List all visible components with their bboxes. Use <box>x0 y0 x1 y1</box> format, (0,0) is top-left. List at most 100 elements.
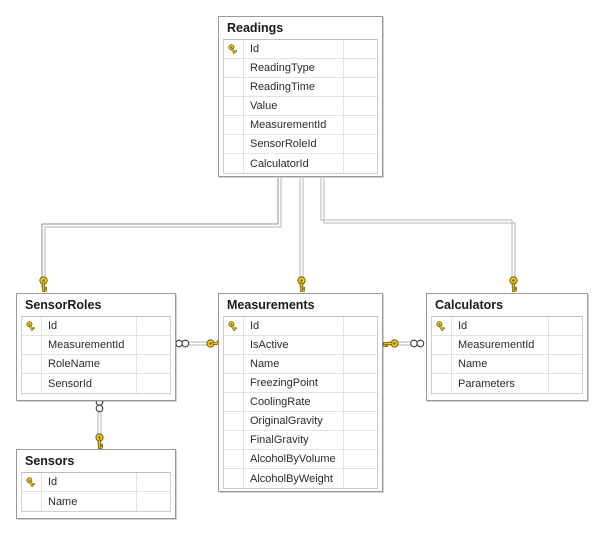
attribute-row[interactable]: FinalGravity <box>224 431 377 450</box>
attribute-row[interactable]: CoolingRate <box>224 393 377 412</box>
attribute-name: ReadingTime <box>250 81 316 93</box>
attribute-name: RoleName <box>48 358 100 370</box>
key-cell-empty <box>224 116 244 134</box>
attribute-row[interactable]: Name <box>432 355 582 374</box>
attribute-type-cell <box>343 317 377 335</box>
attribute-row[interactable]: AlcoholByVolume <box>224 450 377 469</box>
key-cell-empty <box>224 154 244 173</box>
entity-title: Sensors <box>17 450 175 472</box>
attribute-type-cell <box>343 355 377 373</box>
attribute-type-cell <box>136 492 170 511</box>
attribute-name: IsActive <box>250 339 289 351</box>
attribute-name: Parameters <box>458 377 515 390</box>
attribute-name: AlcoholByWeight <box>250 472 333 485</box>
attribute-name: Id <box>48 320 58 332</box>
attribute-name: Name <box>250 358 280 370</box>
attribute-row[interactable]: RoleName <box>22 355 170 374</box>
attribute-type-cell <box>136 473 170 491</box>
attribute-type-cell <box>343 135 377 153</box>
entity-title: SensorRoles <box>17 294 175 316</box>
attribute-type-cell <box>548 336 582 354</box>
attribute-row[interactable]: Value <box>224 97 377 116</box>
primary-key-icon <box>22 317 42 335</box>
attribute-name: OriginalGravity <box>250 415 323 427</box>
attribute-name: Id <box>458 320 468 332</box>
attribute-row[interactable]: Id <box>22 473 170 492</box>
attribute-row[interactable]: Parameters <box>432 374 582 393</box>
key-cell-empty <box>224 431 244 449</box>
marker-key <box>509 276 518 292</box>
marker-key <box>39 276 48 292</box>
marker-many <box>175 339 190 348</box>
attribute-name: CoolingRate <box>250 396 311 408</box>
entity-title: Calculators <box>427 294 587 316</box>
attribute-type-cell <box>548 317 582 335</box>
attribute-row[interactable]: Id <box>22 317 170 336</box>
entity-title: Readings <box>219 17 382 39</box>
attribute-name: FreezingPoint <box>250 377 318 389</box>
attribute-name: MeasurementId <box>250 119 327 131</box>
entity-title: Measurements <box>219 294 382 316</box>
attribute-type-cell <box>548 374 582 393</box>
attribute-row[interactable]: Id <box>432 317 582 336</box>
attribute-name: Name <box>48 495 78 508</box>
key-cell-empty <box>22 374 42 393</box>
attribute-row[interactable]: ReadingTime <box>224 78 377 97</box>
attribute-row[interactable]: Name <box>22 492 170 511</box>
attribute-row[interactable]: FreezingPoint <box>224 374 377 393</box>
attribute-name: SensorId <box>48 377 93 390</box>
attribute-row[interactable]: Name <box>224 355 377 374</box>
attribute-name: FinalGravity <box>250 434 309 446</box>
marker-key <box>297 276 306 292</box>
marker-many <box>410 339 425 348</box>
key-cell-empty <box>224 135 244 153</box>
attribute-row[interactable]: SensorId <box>22 374 170 393</box>
attribute-type-cell <box>343 116 377 134</box>
primary-key-icon <box>22 473 42 491</box>
key-cell-empty <box>224 450 244 468</box>
primary-key-icon <box>224 40 244 58</box>
attribute-row[interactable]: CalculatorId <box>224 154 377 173</box>
attribute-type-cell <box>343 59 377 77</box>
attribute-name: Name <box>458 358 488 370</box>
attribute-type-cell <box>136 336 170 354</box>
attribute-type-cell <box>343 431 377 449</box>
attribute-row[interactable]: ReadingType <box>224 59 377 78</box>
key-cell-empty <box>224 393 244 411</box>
attribute-name: SensorRoleId <box>250 138 317 150</box>
key-cell-empty <box>432 355 452 373</box>
attribute-row[interactable]: MeasurementId <box>432 336 582 355</box>
attribute-name: MeasurementId <box>458 339 535 351</box>
attribute-row[interactable]: AlcoholByWeight <box>224 469 377 488</box>
attribute-row[interactable]: MeasurementId <box>224 116 377 135</box>
attribute-type-cell <box>343 78 377 96</box>
attribute-type-cell <box>343 374 377 392</box>
attribute-row[interactable]: Id <box>224 40 377 59</box>
attribute-row[interactable]: SensorRoleId <box>224 135 377 154</box>
attribute-row[interactable]: OriginalGravity <box>224 412 377 431</box>
attribute-type-cell <box>343 154 377 173</box>
attribute-name: CalculatorId <box>250 157 309 170</box>
key-cell-empty <box>224 469 244 488</box>
attribute-row[interactable]: Id <box>224 317 377 336</box>
key-cell-empty <box>22 336 42 354</box>
attribute-type-cell <box>343 97 377 115</box>
attribute-type-cell <box>343 40 377 58</box>
attribute-row[interactable]: MeasurementId <box>22 336 170 355</box>
key-cell-empty <box>432 374 452 393</box>
primary-key-icon <box>224 317 244 335</box>
marker-key <box>383 339 399 348</box>
attribute-name: MeasurementId <box>48 339 125 351</box>
key-cell-empty <box>224 97 244 115</box>
key-cell-empty <box>22 492 42 511</box>
attribute-row[interactable]: IsActive <box>224 336 377 355</box>
